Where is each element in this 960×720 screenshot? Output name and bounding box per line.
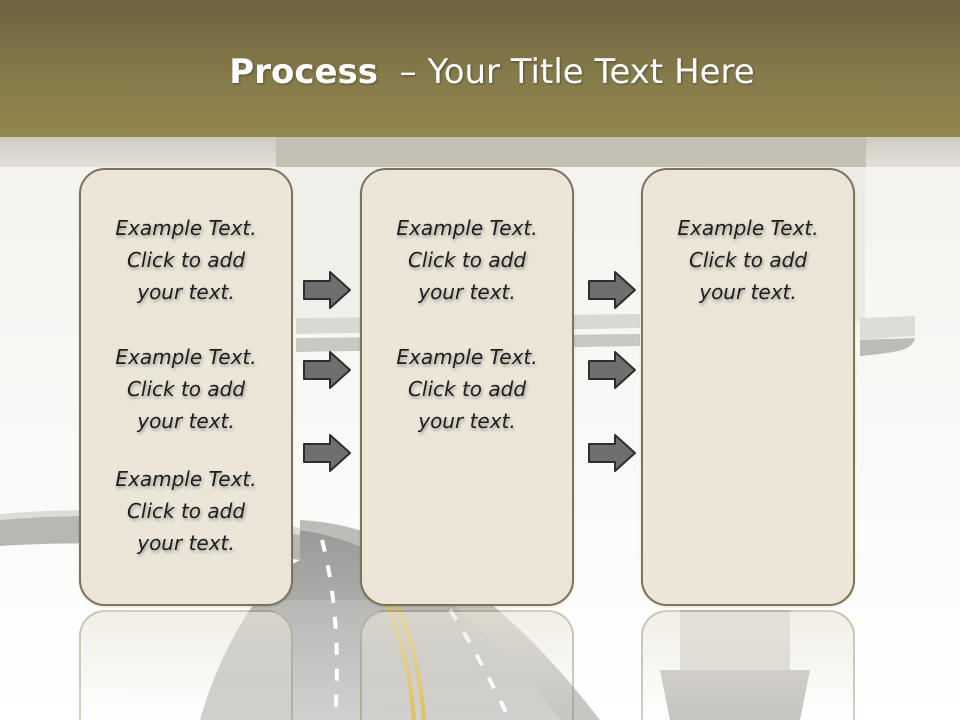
box-reflection <box>360 610 574 720</box>
text-line: your text. <box>418 280 516 304</box>
header-band <box>0 137 960 167</box>
text-line: your text. <box>137 531 235 555</box>
title-rest-text: – Your Title Text Here <box>378 52 755 92</box>
box-reflection <box>79 610 293 720</box>
text-placeholder[interactable]: Example Text. Click to add your text. <box>81 463 291 559</box>
text-line: Example Text. <box>677 216 819 240</box>
text-placeholder[interactable]: Example Text. Click to add your text. <box>81 341 291 437</box>
text-placeholder[interactable]: Example Text. Click to add your text. <box>81 212 291 308</box>
text-placeholder[interactable]: Example Text. Click to add your text. <box>643 212 853 308</box>
band-shade <box>276 137 866 167</box>
right-arrow-icon[interactable] <box>587 270 637 310</box>
text-placeholder[interactable]: Example Text. Click to add your text. <box>362 212 572 308</box>
text-line: Click to add <box>688 248 808 272</box>
right-arrow-icon[interactable] <box>302 350 352 390</box>
process-box-2[interactable]: Example Text. Click to add your text. Ex… <box>360 168 574 606</box>
text-line: your text. <box>137 280 235 304</box>
text-line: Click to add <box>126 248 246 272</box>
text-line: your text. <box>418 409 516 433</box>
text-line: Example Text. <box>115 467 257 491</box>
text-line: Click to add <box>126 499 246 523</box>
right-arrow-icon[interactable] <box>302 270 352 310</box>
text-line: Example Text. <box>396 216 538 240</box>
text-line: your text. <box>699 280 797 304</box>
title-bold-text: Process <box>229 52 379 92</box>
text-line: Example Text. <box>396 345 538 369</box>
text-line: your text. <box>137 409 235 433</box>
right-arrow-icon[interactable] <box>587 433 637 473</box>
right-arrow-icon[interactable] <box>302 433 352 473</box>
text-line: Click to add <box>407 248 527 272</box>
text-line: Example Text. <box>115 345 257 369</box>
title-bar: Process – Your Title Text Here <box>0 0 960 137</box>
process-box-1[interactable]: Example Text. Click to add your text. Ex… <box>79 168 293 606</box>
right-arrow-icon[interactable] <box>587 350 637 390</box>
text-line: Click to add <box>126 377 246 401</box>
slide-title[interactable]: Process – Your Title Text Here <box>0 52 960 92</box>
text-placeholder[interactable]: Example Text. Click to add your text. <box>362 341 572 437</box>
box-reflection <box>641 610 855 720</box>
text-line: Click to add <box>407 377 527 401</box>
process-box-3[interactable]: Example Text. Click to add your text. <box>641 168 855 606</box>
text-line: Example Text. <box>115 216 257 240</box>
